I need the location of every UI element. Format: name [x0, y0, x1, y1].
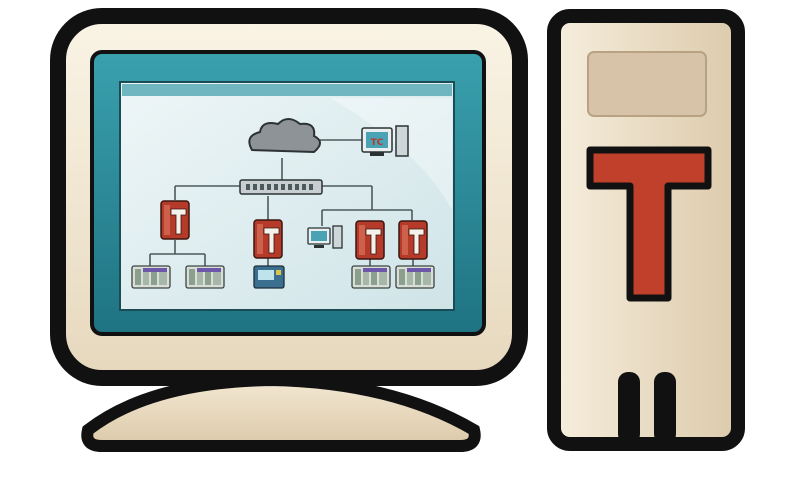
- tower-vent: [618, 372, 640, 444]
- server-icon: [160, 200, 190, 240]
- io-module-icon: [131, 265, 171, 289]
- server-icon: [398, 220, 428, 260]
- io-module-icon: [351, 265, 391, 289]
- control-panel-icon: [253, 265, 285, 289]
- io-module-icon: [185, 265, 225, 289]
- cloud-icon: [248, 118, 321, 154]
- screen-glare: [330, 98, 452, 210]
- monitor: TC: [50, 8, 528, 452]
- server-icon: [355, 220, 385, 260]
- desktop-pc-icon: [307, 225, 343, 249]
- drive-bay: [587, 51, 707, 117]
- tower-logo: [586, 146, 712, 302]
- workstation-label: TC: [371, 138, 384, 148]
- monitor-stand: [81, 373, 481, 452]
- computer-tower: T: [547, 9, 745, 451]
- server-icon: [253, 219, 283, 259]
- tower-vent: [654, 372, 676, 444]
- io-module-icon: [395, 265, 435, 289]
- window-title-bar: [122, 84, 452, 96]
- workstation-icon: TC: [361, 125, 409, 157]
- network-switch-icon: [239, 179, 323, 195]
